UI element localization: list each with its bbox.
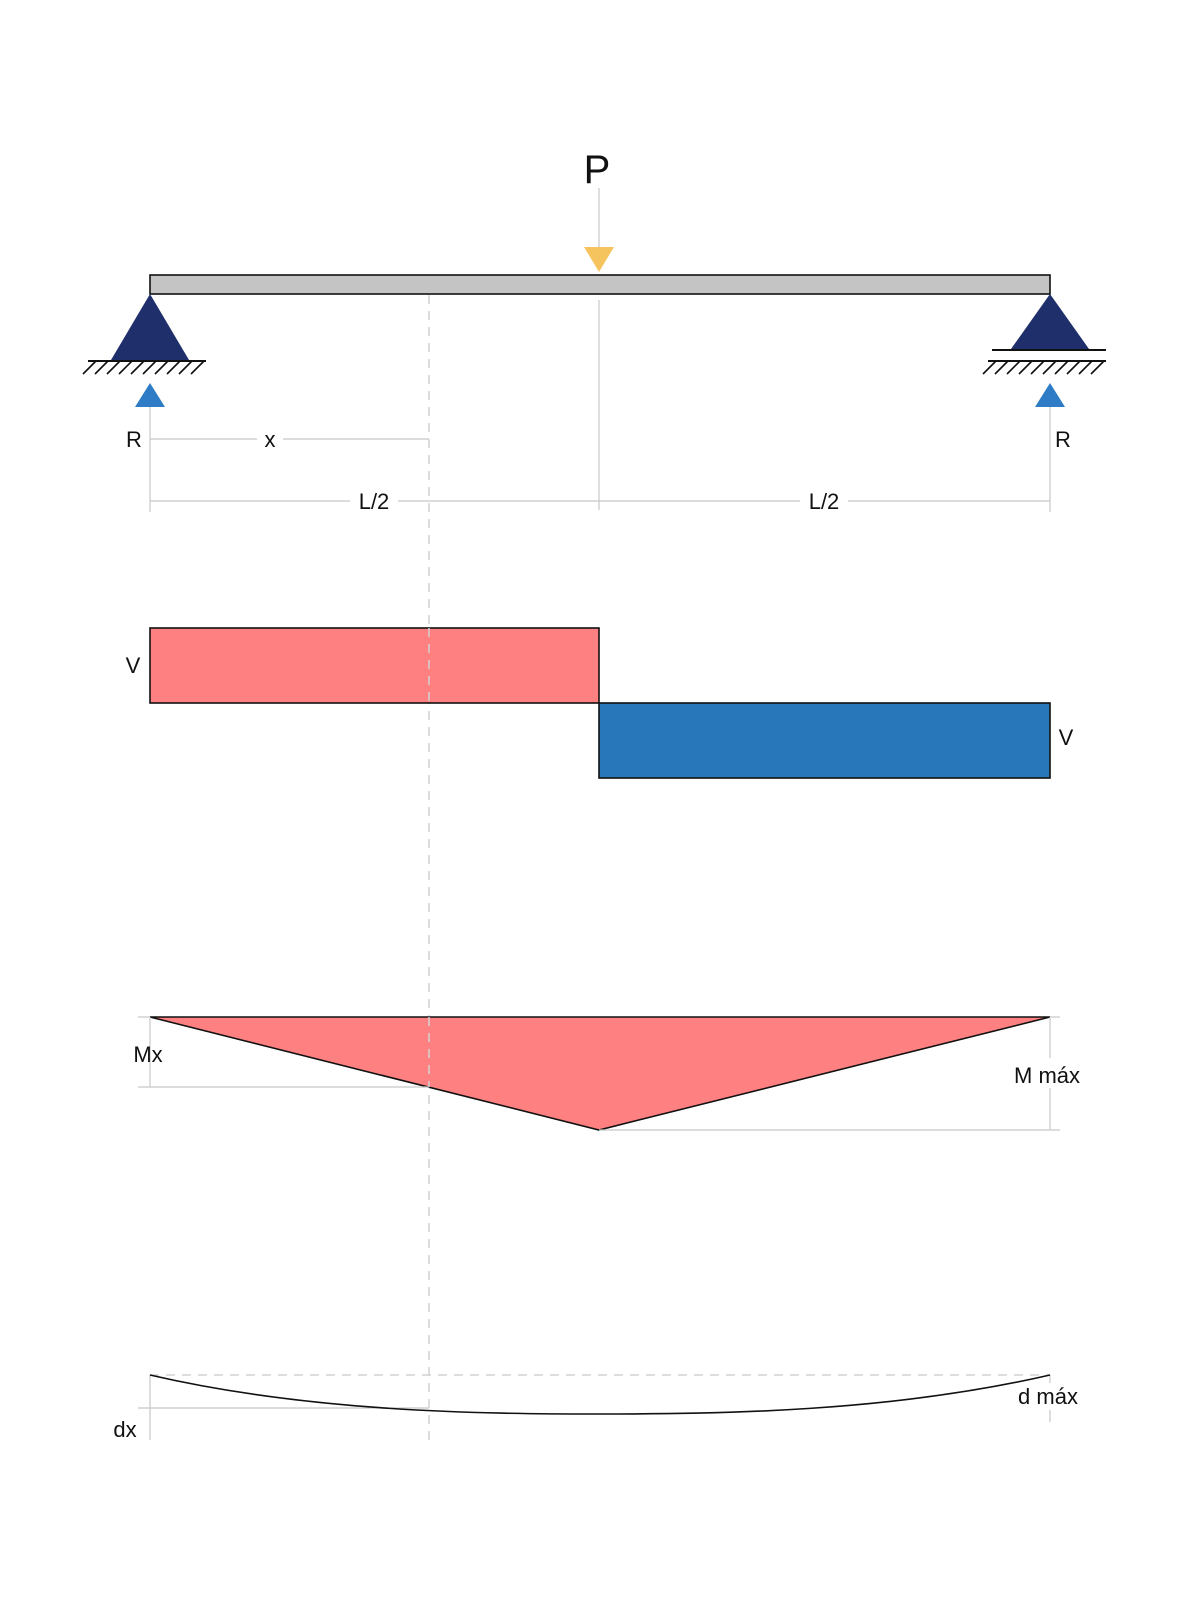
load-label-p: P — [584, 148, 611, 192]
positive-shear-block — [149, 627, 600, 704]
beam — [149, 274, 1051, 295]
moment-max-label: M máx — [1014, 1063, 1080, 1088]
moment-at-x-label: Mx — [133, 1042, 162, 1067]
right-half-span-label: L/2 — [809, 489, 840, 514]
right-roller-support — [982, 294, 1106, 375]
right-support-hatching — [982, 360, 1105, 375]
negative-shear-block — [598, 702, 1051, 779]
moment-triangle — [149, 1016, 1051, 1131]
left-reaction-arrowhead — [135, 383, 165, 407]
left-support-triangle — [111, 294, 189, 360]
deflection-max-label: d máx — [1018, 1384, 1078, 1409]
right-support-triangle — [1011, 294, 1089, 349]
left-pin-support — [82, 294, 206, 375]
deflected-shape-curve — [149, 1374, 1051, 1415]
shear-force-diagram: V V — [126, 627, 1074, 779]
left-half-span-label: L/2 — [359, 489, 390, 514]
shear-left-label: V — [126, 653, 141, 678]
deflection-at-x-label: dx — [113, 1417, 136, 1442]
right-reaction-label: R — [1055, 427, 1071, 452]
left-support-hatching — [82, 360, 205, 375]
shear-right-label: V — [1059, 725, 1074, 750]
right-reaction-arrowhead — [1035, 383, 1065, 407]
deflection-diagram: dx d máx — [113, 1374, 1078, 1442]
x-dimension-label: x — [265, 427, 276, 452]
left-reaction-label: R — [126, 427, 142, 452]
load-arrowhead — [584, 247, 614, 272]
point-load-arrow — [584, 188, 614, 272]
bending-moment-diagram: Mx M máx — [133, 1016, 1080, 1131]
beam-schematic: P R R x L/2 L/2 — [82, 148, 1106, 1445]
